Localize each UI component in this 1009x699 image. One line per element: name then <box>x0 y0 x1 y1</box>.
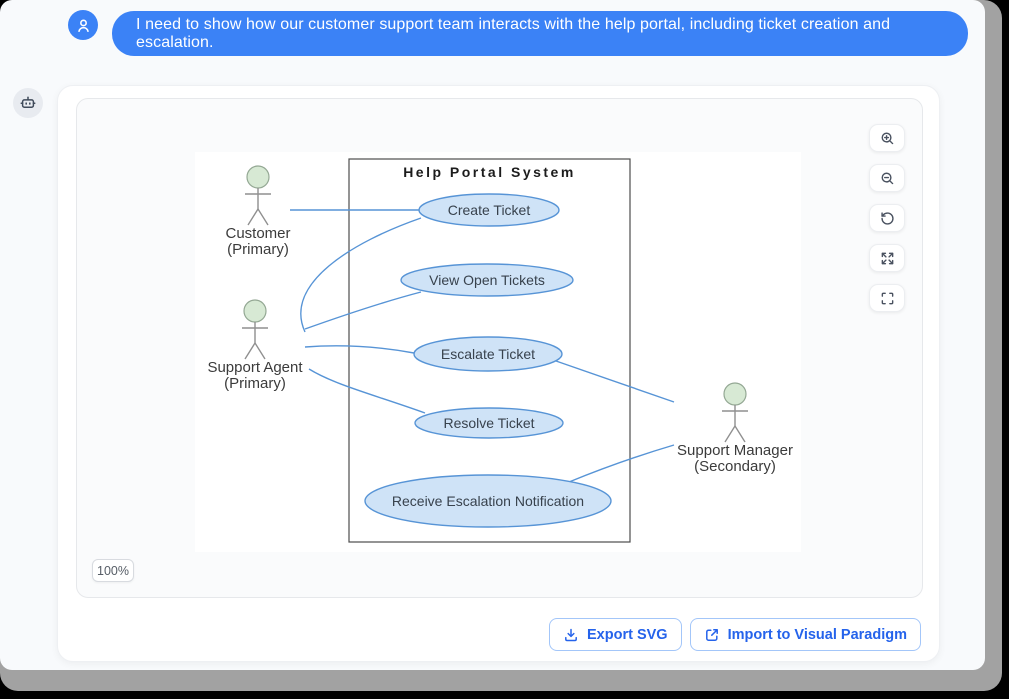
svg-text:(Secondary): (Secondary) <box>694 458 776 475</box>
edge-support-agent-to-escalate-ticket <box>304 345 415 354</box>
svg-text:(Primary): (Primary) <box>224 375 286 392</box>
svg-text:Create Ticket: Create Ticket <box>448 202 531 218</box>
arrows-out-icon <box>881 252 893 264</box>
svg-text:View Open Tickets: View Open Tickets <box>429 272 545 288</box>
svg-text:Support Manager: Support Manager <box>677 442 793 459</box>
system-title: Help Portal System <box>403 164 576 180</box>
zoom-out-icon <box>881 172 893 184</box>
export-svg-button[interactable]: Export SVG <box>549 618 682 651</box>
user-message-text: I need to show how our customer support … <box>136 15 891 51</box>
import-to-visual-paradigm-label: Import to Visual Paradigm <box>727 626 907 643</box>
usecase-resolve-ticket: Resolve Ticket <box>414 407 564 439</box>
user-message-bubble: I need to show how our customer support … <box>112 11 968 56</box>
zoom-in-button[interactable] <box>869 124 905 152</box>
user-avatar <box>68 10 98 40</box>
svg-text:(Primary): (Primary) <box>227 241 289 258</box>
actor-support-manager: Support Manager(Secondary) <box>677 382 793 475</box>
svg-text:Receive Escalation Notificatio: Receive Escalation Notification <box>392 493 584 509</box>
reset-view-button[interactable] <box>869 204 905 232</box>
export-svg-label: Export SVG <box>587 626 668 643</box>
robot-icon <box>20 96 36 109</box>
edge-escalate-ticket-to-support-manager <box>555 360 675 403</box>
external-link-icon <box>705 628 718 641</box>
svg-text:Customer: Customer <box>225 225 290 242</box>
zoom-level-badge: 100% <box>92 559 134 582</box>
footer-actions: Export SVG Import to Visual Paradigm <box>549 618 921 651</box>
actor-customer: Customer(Primary) <box>225 165 291 258</box>
fullscreen-button[interactable] <box>869 284 905 312</box>
zoom-out-button[interactable] <box>869 164 905 192</box>
svg-text:Support Agent: Support Agent <box>207 359 303 376</box>
app-window: I need to show how our customer support … <box>0 0 985 670</box>
svg-text:Resolve Ticket: Resolve Ticket <box>443 415 534 431</box>
bot-avatar <box>13 88 43 118</box>
person-icon <box>77 18 89 32</box>
fullscreen-icon <box>881 292 893 304</box>
zoom-level-text: 100% <box>97 563 129 578</box>
svg-text:Escalate Ticket: Escalate Ticket <box>441 346 535 362</box>
edge-support-agent-to-create-ticket <box>300 217 422 333</box>
usecase-create-ticket: Create Ticket <box>418 193 560 227</box>
edge-receive-escalation-notification-to-support-manager <box>568 444 675 483</box>
canvas-toolbar <box>869 124 905 312</box>
usecase-escalate-ticket: Escalate Ticket <box>413 336 563 372</box>
actor-support-agent: Support Agent(Primary) <box>207 299 303 392</box>
usecase-view-open-tickets: View Open Tickets <box>400 263 574 297</box>
edge-support-agent-to-resolve-ticket <box>308 368 426 414</box>
usecase-receive-escalation-notification: Receive Escalation Notification <box>364 474 612 528</box>
import-to-visual-paradigm-button[interactable]: Import to Visual Paradigm <box>689 618 921 651</box>
download-icon <box>565 628 577 641</box>
rotate-ccw-icon <box>880 211 894 225</box>
edge-support-agent-to-view-open-tickets <box>304 291 422 330</box>
expand-button[interactable] <box>869 244 905 272</box>
zoom-in-icon <box>881 132 893 144</box>
